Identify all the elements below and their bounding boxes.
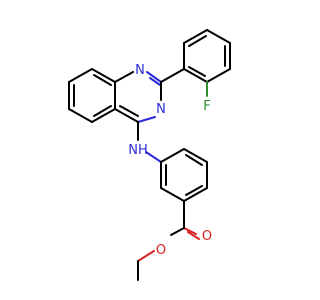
carbonyl-oxygen-label: O [202,229,212,244]
fluorophenyl-ring [160,29,231,97]
ring-nitrogen-label: N [156,102,166,117]
fluorine-label: F [203,99,210,114]
amine-nitrogen-label: NH [128,143,148,158]
methyl-ester [137,200,200,281]
benzoate-ring [160,148,208,202]
ester-oxygen-label: O [156,243,166,258]
pyrimidine-ring [114,71,162,123]
amine-linker [137,121,162,163]
ring-nitrogen-label: N [135,63,145,78]
molecule-structure: N N NH F O O [68,29,231,281]
benzo-ring [68,68,116,123]
